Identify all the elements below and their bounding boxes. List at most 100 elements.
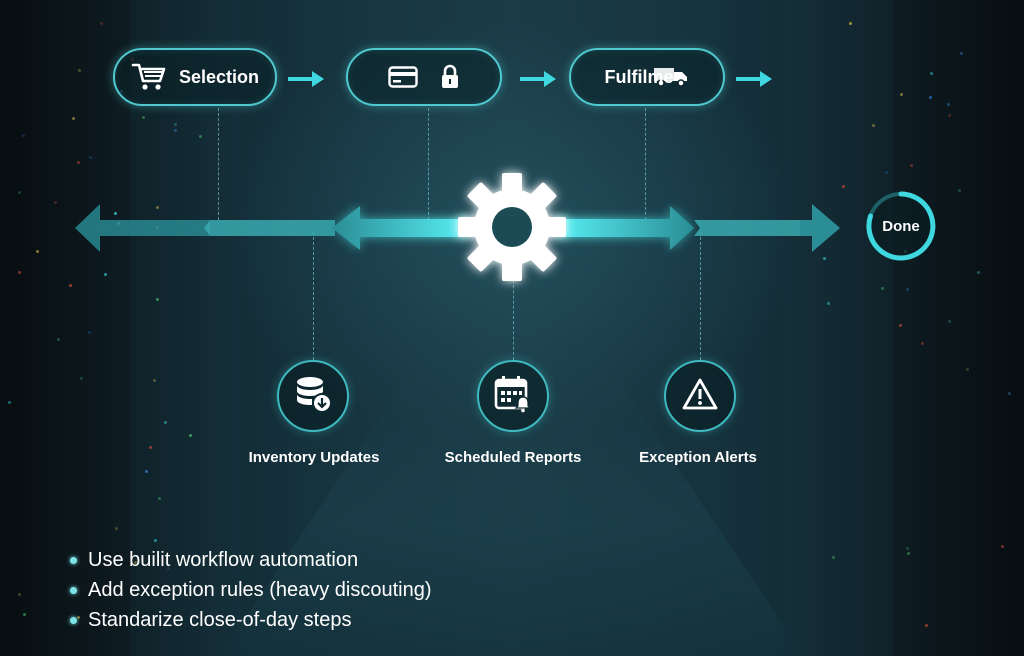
rack-led [154, 539, 157, 542]
bullet-item: Add exception rules (heavy discouting) [70, 575, 432, 605]
rack-led [906, 547, 909, 550]
rack-led [153, 379, 156, 382]
rack-led [100, 22, 103, 25]
rack-led [948, 320, 951, 323]
rack-led [872, 124, 875, 127]
rack-led [189, 434, 192, 437]
step-selection[interactable]: Selection [113, 48, 277, 106]
left-bar-segment [204, 220, 335, 236]
bullet-dot [70, 556, 77, 564]
bullet-item: Use builit workflow automation [70, 545, 432, 575]
inventory-updates-node[interactable] [277, 360, 349, 432]
arrow-fulfilment-next [736, 71, 772, 87]
rack-led [77, 616, 80, 619]
rack-led [930, 72, 933, 75]
rack-led [115, 527, 118, 530]
calendar-bell-icon [493, 374, 533, 419]
rack-led [114, 212, 117, 215]
scheduled-reports-label: Scheduled Reports [444, 449, 582, 466]
rack-led [906, 288, 909, 291]
server-rack-left-outer [0, 0, 130, 656]
connector-fulfilment [645, 108, 646, 220]
warning-triangle-icon [681, 377, 719, 416]
rack-led [156, 206, 159, 209]
bullet-list: Use builit workflow automation Add excep… [70, 545, 432, 635]
gear-icon [458, 173, 566, 281]
rack-led [167, 567, 170, 570]
server-rack-left-inner [130, 0, 240, 656]
rack-led [54, 201, 57, 204]
rack-led [134, 561, 137, 564]
right-arrow-outer [812, 204, 840, 252]
rack-led [947, 103, 950, 106]
rack-led [966, 368, 969, 371]
rack-led [145, 470, 148, 473]
rack-led [899, 324, 902, 327]
bullet-dot [70, 586, 77, 594]
connector-selection [218, 108, 219, 220]
rack-led [22, 134, 25, 137]
bullet-text: Add exception rules (heavy discouting) [88, 579, 432, 601]
rack-led [1001, 545, 1004, 548]
rack-led [8, 401, 11, 404]
rack-led [149, 446, 152, 449]
lock-icon [440, 64, 460, 90]
rack-led [142, 116, 145, 119]
rack-led [89, 156, 92, 159]
connector-inventory [313, 232, 314, 360]
rack-led [164, 421, 167, 424]
arrow-selection-to-payment [288, 71, 324, 87]
bullet-dot [70, 616, 77, 624]
bullet-text: Standarize close-of-day steps [88, 609, 352, 631]
rack-led [72, 117, 75, 120]
rack-led [156, 298, 159, 301]
done-ring-icon [866, 191, 936, 261]
rack-led [849, 22, 852, 25]
step-fulfilment-label: Fulfilme [604, 66, 674, 87]
rack-led [78, 69, 81, 72]
truck-icon [652, 65, 690, 89]
rack-led [199, 135, 202, 138]
rack-led [948, 114, 951, 117]
bullet-text: Use builit workflow automation [88, 549, 359, 571]
rack-led [174, 129, 177, 132]
rack-led [69, 284, 72, 287]
rack-led [925, 624, 928, 627]
rack-led [885, 171, 888, 174]
main-flow-bar [75, 173, 840, 281]
rack-led [929, 96, 932, 99]
rack-led [823, 257, 826, 260]
step-fulfilment[interactable]: Fulfilme [569, 48, 725, 106]
step-selection-label: Selection [178, 66, 260, 87]
scheduled-reports-node[interactable] [477, 360, 549, 432]
connector-alerts [700, 232, 701, 360]
rack-led [18, 191, 21, 194]
left-arrow-outer [75, 204, 210, 252]
done-label: Done [882, 217, 920, 235]
server-rack-right-inner [784, 0, 894, 656]
exception-alerts-label: Exception Alerts [639, 449, 757, 466]
rack-led [910, 164, 913, 167]
right-bar-segment [694, 220, 815, 236]
rack-led [174, 123, 177, 126]
bullet-item: Standarize close-of-day steps [70, 605, 432, 635]
rack-led [88, 331, 91, 334]
left-arrow-inner [332, 206, 470, 250]
connector-payment [428, 108, 429, 220]
rack-led [977, 271, 980, 274]
cart-icon [131, 62, 167, 92]
connector-reports [513, 275, 514, 360]
credit-card-icon [388, 66, 418, 88]
arrow-payment-to-fulfilment [520, 71, 556, 87]
step-payment[interactable] [346, 48, 502, 106]
rack-led [921, 342, 924, 345]
rack-led [881, 287, 884, 290]
rack-led [77, 161, 80, 164]
inventory-updates-label: Inventory Updates [248, 449, 380, 466]
rack-led [57, 338, 60, 341]
rack-led [958, 189, 961, 192]
rack-led [158, 497, 161, 500]
exception-alerts-node[interactable] [664, 360, 736, 432]
rack-led [18, 271, 21, 274]
